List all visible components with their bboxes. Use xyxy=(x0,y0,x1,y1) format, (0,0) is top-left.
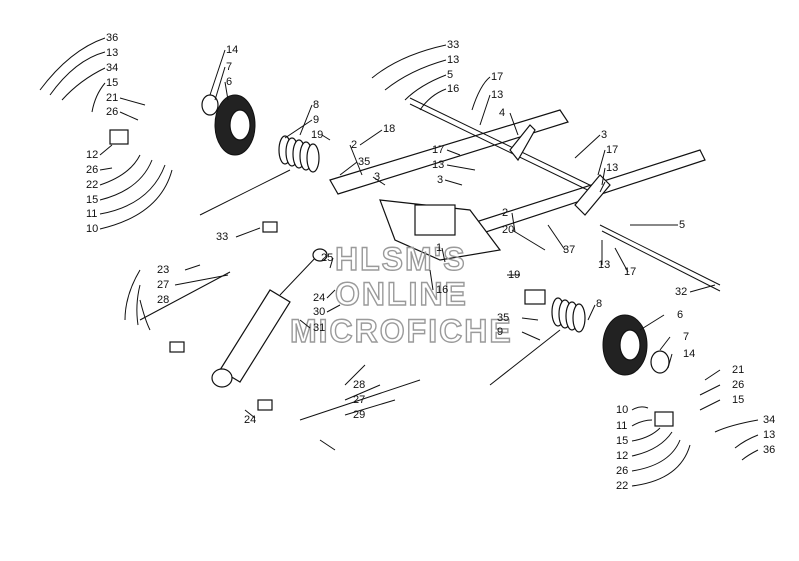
callout-17: 17 xyxy=(624,266,636,278)
callout-3: 3 xyxy=(374,171,380,183)
callout-13: 13 xyxy=(763,429,775,441)
callout-13: 13 xyxy=(598,259,610,271)
callout-5: 5 xyxy=(679,219,685,231)
callout-37: 37 xyxy=(563,244,575,256)
callout-24: 24 xyxy=(313,292,325,304)
callout-17: 17 xyxy=(432,144,444,156)
callout-7: 7 xyxy=(226,61,232,73)
callout-22: 22 xyxy=(86,179,98,191)
callout-13: 13 xyxy=(491,89,503,101)
callout-28: 28 xyxy=(353,379,365,391)
callout-21: 21 xyxy=(106,92,118,104)
callout-14: 14 xyxy=(226,44,238,56)
callout-6: 6 xyxy=(226,76,232,88)
callout-16: 16 xyxy=(436,284,448,296)
callout-29: 29 xyxy=(353,409,365,421)
callout-36: 36 xyxy=(763,444,775,456)
callout-10: 10 xyxy=(86,223,98,235)
callout-3: 3 xyxy=(437,174,443,186)
callout-17: 17 xyxy=(491,71,503,83)
callout-32: 32 xyxy=(675,286,687,298)
callout-6: 6 xyxy=(677,309,683,321)
callout-26: 26 xyxy=(86,164,98,176)
watermark-line-2: ONLINE xyxy=(335,276,468,312)
callout-26: 26 xyxy=(106,106,118,118)
callout-15: 15 xyxy=(732,394,744,406)
callout-15: 15 xyxy=(106,77,118,89)
callout-9: 9 xyxy=(313,114,319,126)
callout-1: 1 xyxy=(436,242,442,254)
callout-13: 13 xyxy=(432,159,444,171)
callout-21: 21 xyxy=(732,364,744,376)
callout-34: 34 xyxy=(763,414,775,426)
callout-13: 13 xyxy=(606,162,618,174)
callout-16: 16 xyxy=(447,83,459,95)
callout-15: 15 xyxy=(616,435,628,447)
callout-24: 24 xyxy=(244,414,256,426)
callout-2: 2 xyxy=(351,139,357,151)
callout-19: 19 xyxy=(508,269,520,281)
callout-35: 35 xyxy=(358,156,370,168)
callout-11: 11 xyxy=(86,208,97,220)
watermark-line-1: HLSM'S xyxy=(335,241,467,277)
callout-35: 35 xyxy=(497,312,509,324)
callout-labels: 36 13 34 15 21 26 12 26 22 15 11 10 14 7… xyxy=(86,32,775,492)
callout-23: 23 xyxy=(157,264,169,276)
callout-31: 31 xyxy=(313,322,325,334)
callout-26: 26 xyxy=(732,379,744,391)
callout-27: 27 xyxy=(353,394,365,406)
callout-36: 36 xyxy=(106,32,118,44)
callout-34: 34 xyxy=(106,62,118,74)
callout-12: 12 xyxy=(616,450,628,462)
callout-27: 27 xyxy=(157,279,169,291)
callout-8: 8 xyxy=(313,99,319,111)
watermark-line-3: MICROFICHE xyxy=(290,313,513,349)
callout-18: 18 xyxy=(383,123,395,135)
callout-25: 25 xyxy=(321,252,333,264)
callout-33: 33 xyxy=(447,39,459,51)
callout-4: 4 xyxy=(499,107,505,119)
callout-3: 3 xyxy=(601,129,607,141)
callout-9: 9 xyxy=(497,326,503,338)
callout-13: 13 xyxy=(447,54,459,66)
callout-5: 5 xyxy=(447,69,453,81)
callout-33: 33 xyxy=(216,231,228,243)
callout-7: 7 xyxy=(683,331,689,343)
callout-11: 11 xyxy=(616,420,627,432)
callout-2: 2 xyxy=(502,207,508,219)
callout-22: 22 xyxy=(616,480,628,492)
callout-12: 12 xyxy=(86,149,98,161)
callout-28: 28 xyxy=(157,294,169,306)
watermark: HLSM'S ONLINE MICROFICHE xyxy=(289,240,513,349)
callout-15: 15 xyxy=(86,194,98,206)
callout-19: 19 xyxy=(311,129,323,141)
callout-10: 10 xyxy=(616,404,628,416)
callout-14: 14 xyxy=(683,348,695,360)
callout-26: 26 xyxy=(616,465,628,477)
parts-drawing xyxy=(109,94,721,451)
callout-20: 20 xyxy=(502,224,514,236)
callout-17: 17 xyxy=(606,144,618,156)
leader-lines xyxy=(39,37,759,487)
callout-13: 13 xyxy=(106,47,118,59)
callout-30: 30 xyxy=(313,306,325,318)
callout-8: 8 xyxy=(596,298,602,310)
